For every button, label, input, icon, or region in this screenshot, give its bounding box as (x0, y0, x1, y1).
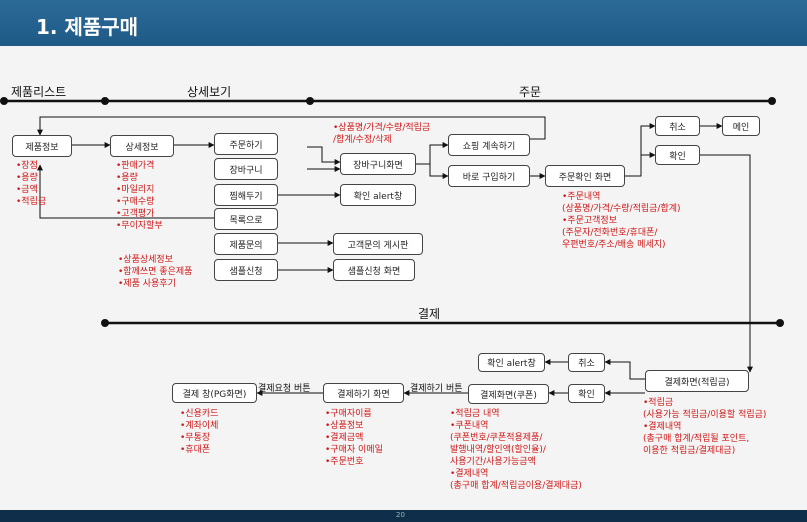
section-product-list: 제품리스트 (11, 85, 67, 99)
notes-pay-button-screen: •구매자이름•상품정보•결제금액•구매자 이메일•주문번호 (325, 409, 383, 467)
page-number: 20 (396, 511, 405, 519)
box-qna-board: 고객문의 게시판 (333, 233, 423, 255)
box-cart: 장바구니 (214, 158, 278, 180)
notes-detail-extra: •상품상세정보•함께쓰면 좋은제품•제품 사용후기 (118, 255, 193, 289)
notes-cart-screen: •상품명/가격/수량/적립금/합계/수정/삭제 (333, 123, 431, 145)
notes-order-confirm: •주문내역(상품명/가격/수량/적립금/합계)•주문고객정보(주문자/전화번호/… (562, 192, 681, 250)
box-order-button: 주문하기 (214, 133, 278, 155)
notes-pay-window: •신용카드•계좌이체•무통장•휴대폰 (180, 409, 219, 455)
box-cart-screen: 장바구니화면 (340, 153, 416, 175)
box-pay-screen-points: 결제화면(적립금) (645, 370, 749, 392)
title-bar: 1. 제품구매 (0, 0, 807, 46)
box-pay-button-screen: 결제하기 화면 (323, 383, 404, 403)
box-pay-screen-coupon: 결제화면(쿠폰) (468, 384, 549, 404)
box-confirm-mid: 확인 (568, 384, 605, 403)
box-wish-alert: 확인 alert창 (340, 184, 416, 206)
box-detail-info: 상세정보 (110, 135, 174, 157)
section-detail-view: 상세보기 (187, 85, 232, 99)
page-title: 1. 제품구매 (36, 15, 139, 39)
notes-product-info: •장점•용량•금액•적립금 (16, 161, 47, 207)
edge-pay-request-button: 결제요청 버튼 (258, 384, 311, 394)
edge-pay-button: 결제하기 버튼 (410, 384, 463, 394)
box-product-qna: 제품문의 (214, 233, 278, 255)
box-cancel-mid: 취소 (568, 353, 605, 372)
box-product-info: 제품정보 (12, 135, 72, 157)
footer-bar (0, 510, 807, 522)
box-confirm-top: 확인 (655, 145, 700, 165)
box-main: 메인 (722, 116, 760, 136)
notes-detail-info: •판매가격•용량•마일리지•구매수량•고객평가•무이자할부 (116, 161, 163, 231)
section-order: 주문 (519, 85, 542, 99)
box-wishlist: 찜해두기 (214, 184, 278, 206)
box-continue-shopping: 쇼핑 계속하기 (448, 134, 530, 156)
box-pay-window: 결제 창(PG화면) (172, 383, 257, 403)
box-confirm-alert: 확인 alert창 (478, 353, 545, 372)
box-buy-now: 바로 구입하기 (448, 165, 530, 187)
box-cancel-top: 취소 (655, 116, 700, 136)
section-payment: 결제 (418, 307, 441, 321)
box-order-confirm: 주문확인 화면 (545, 165, 625, 187)
notes-pay-coupon: •적립금 내역•쿠폰내역(쿠폰번호/쿠폰적용제품/발행내역/할인액(할인율)/사… (450, 409, 582, 491)
notes-pay-points: •적립금(사용가능 적립금/이용할 적립금)•결제내역(총구매 합계/적립될 포… (643, 398, 767, 456)
box-to-list: 목록으로 (214, 208, 278, 230)
box-sample-screen: 샘플신청 화면 (333, 259, 415, 281)
box-sample-request: 샘플신청 (214, 259, 278, 281)
